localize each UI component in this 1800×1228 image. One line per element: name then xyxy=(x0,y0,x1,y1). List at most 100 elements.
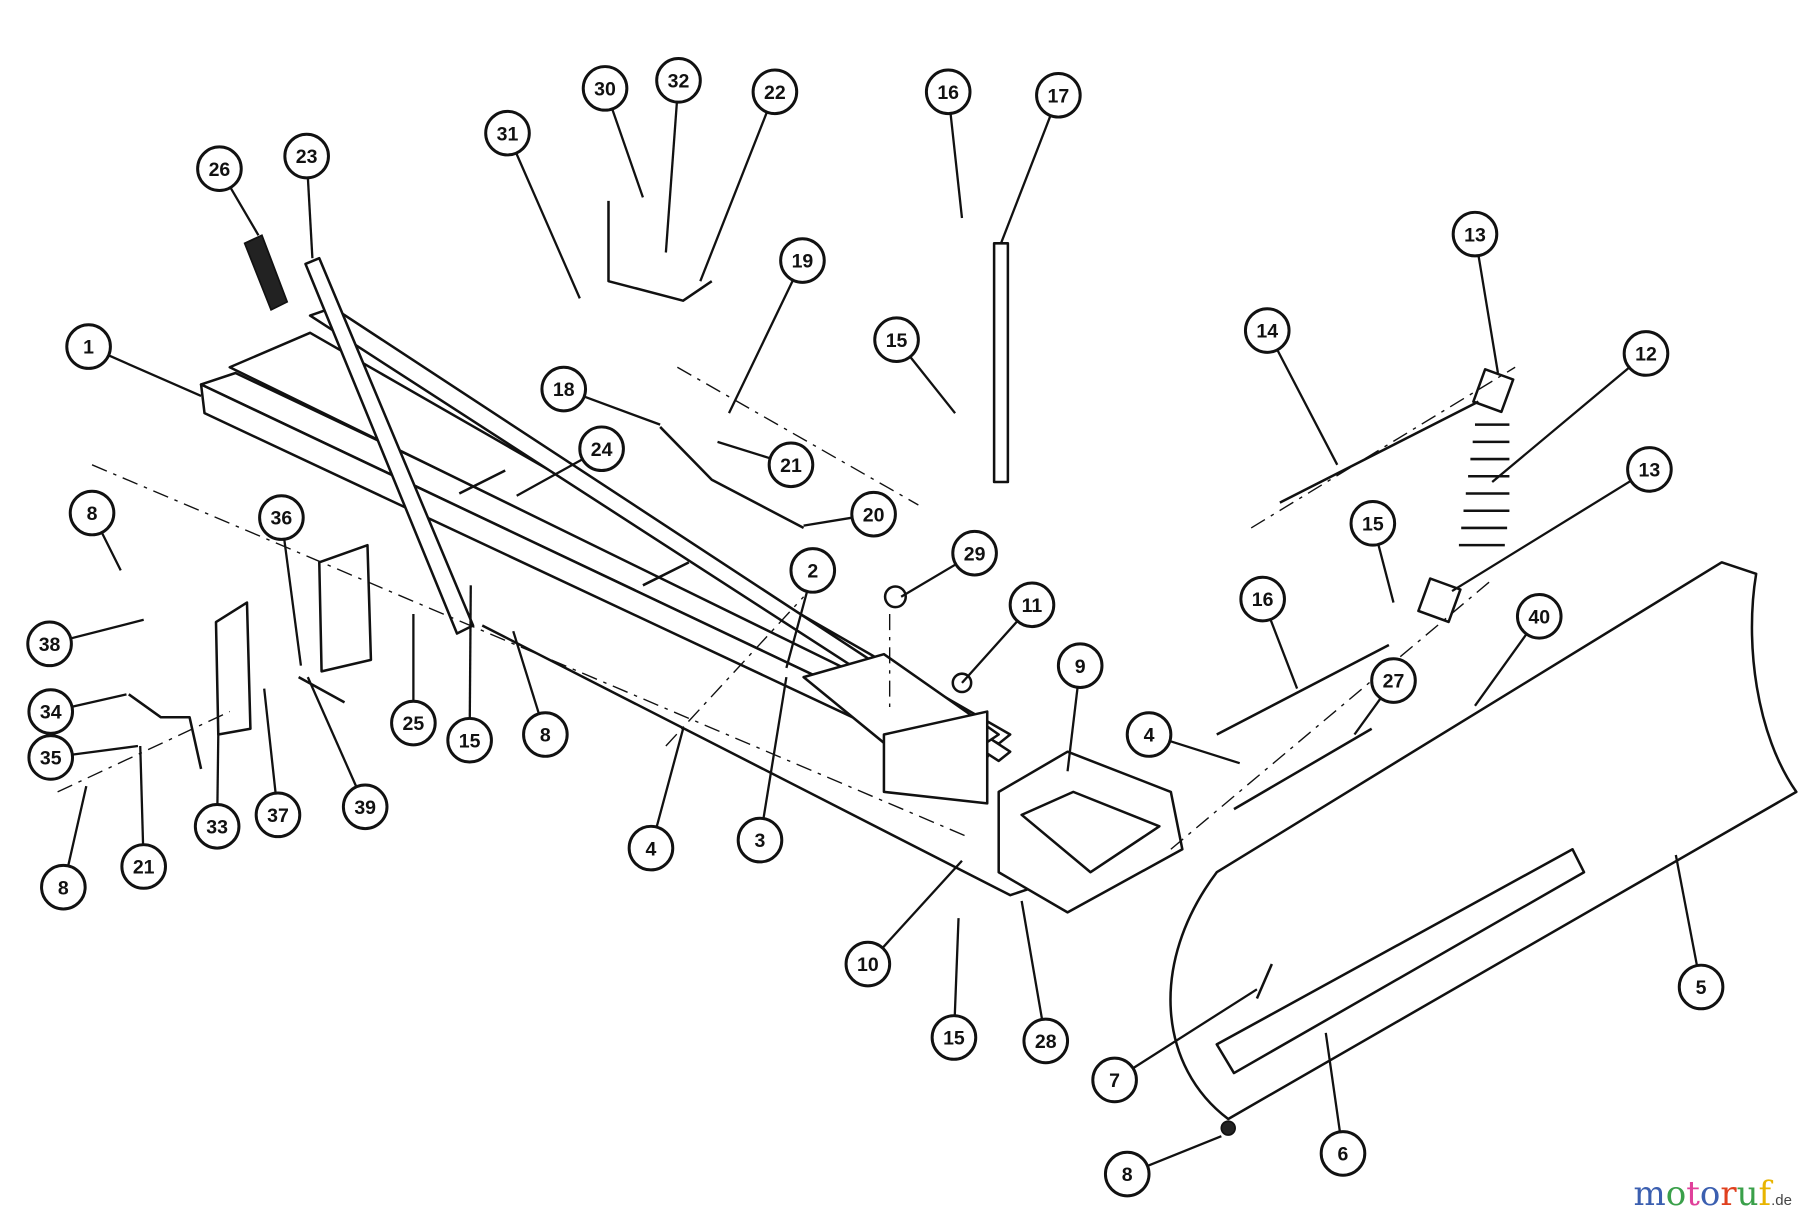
callout-number: 26 xyxy=(209,159,231,181)
callout-circle xyxy=(655,57,702,104)
callout-circle xyxy=(27,734,75,781)
callout-leader-line xyxy=(139,745,145,845)
bracket-part xyxy=(214,601,252,736)
callout-number: 11 xyxy=(1022,595,1043,617)
callout-leader-line xyxy=(655,728,685,828)
callout-number: 30 xyxy=(594,79,616,101)
callout-number: 12 xyxy=(1635,344,1657,366)
callout-leader-line xyxy=(100,531,122,571)
callout-number: 6 xyxy=(1338,1144,1349,1166)
callout-leader-line xyxy=(1269,619,1299,690)
callout-circle xyxy=(68,489,116,537)
callout-leader-line xyxy=(999,115,1052,244)
callout-circle xyxy=(873,316,920,364)
callout-number: 17 xyxy=(1048,85,1070,107)
callout-leader-line xyxy=(108,354,202,397)
callout-leader-line xyxy=(762,676,788,819)
callout-circle xyxy=(65,323,112,370)
callout-15: 15 xyxy=(1349,500,1397,547)
callout-24: 24 xyxy=(578,425,625,473)
parts-drawing xyxy=(57,200,1798,1136)
callout-number: 9 xyxy=(1075,656,1086,678)
callout-4: 4 xyxy=(1125,711,1173,758)
callout-leader-line xyxy=(583,395,661,426)
callout-40: 40 xyxy=(1515,592,1563,640)
callout-35: 35 xyxy=(27,734,75,781)
callout-number: 15 xyxy=(1362,513,1384,535)
callout-circle xyxy=(120,843,167,890)
callout-circle xyxy=(1515,592,1563,640)
callout-number: 33 xyxy=(206,816,228,838)
callout-3: 3 xyxy=(736,816,784,864)
callout-circle xyxy=(522,711,569,758)
callout-number: 24 xyxy=(591,439,613,461)
callout-number: 39 xyxy=(354,797,376,819)
callout-15: 15 xyxy=(873,316,920,364)
callout-37: 37 xyxy=(254,791,302,839)
watermark-letter: t xyxy=(1686,1174,1700,1214)
callout-leader-line xyxy=(881,859,963,949)
callout-circle xyxy=(1370,657,1417,704)
callout-31: 31 xyxy=(484,109,531,157)
callout-number: 2 xyxy=(807,561,818,583)
callout-leader-line xyxy=(1169,739,1241,765)
callout-circle xyxy=(751,68,799,116)
callout-number: 37 xyxy=(267,805,289,827)
callout-9: 9 xyxy=(1056,642,1104,689)
callout-10: 10 xyxy=(844,940,892,988)
callout-circle xyxy=(779,237,826,284)
callout-19: 19 xyxy=(779,237,826,284)
bracket-part xyxy=(318,543,373,673)
watermark-letter: f xyxy=(1758,1174,1772,1214)
callout-leader-line xyxy=(727,279,795,414)
callout-circle xyxy=(1035,71,1082,119)
callout-leader-line xyxy=(263,688,277,794)
callout-leader-line xyxy=(1132,988,1258,1070)
callout-21: 21 xyxy=(767,441,815,489)
callout-circle xyxy=(1091,1056,1138,1104)
callout-leader-line xyxy=(67,785,88,867)
callout-circle xyxy=(736,816,784,864)
callout-8: 8 xyxy=(40,863,87,911)
callout-21: 21 xyxy=(120,843,167,890)
watermark-suffix: .de xyxy=(1771,1192,1792,1209)
callout-2: 2 xyxy=(789,547,837,594)
watermark-letters: motoruf xyxy=(1633,1174,1771,1214)
callout-number: 10 xyxy=(857,954,879,976)
callout-36: 36 xyxy=(258,494,305,541)
callout-number: 15 xyxy=(459,730,481,752)
callout-leader-line xyxy=(1674,854,1699,966)
callout-leader-line xyxy=(1474,633,1528,707)
callout-5: 5 xyxy=(1677,963,1725,1011)
push-rod-part xyxy=(481,624,1028,897)
callout-33: 33 xyxy=(193,803,241,850)
callout-number: 22 xyxy=(764,82,786,104)
watermark-letter: o xyxy=(1699,1174,1721,1214)
callout-leader-line xyxy=(72,744,139,756)
callout-circle xyxy=(283,132,330,180)
callout-circle xyxy=(1243,307,1291,354)
callout-number: 5 xyxy=(1696,977,1707,999)
callout-6: 6 xyxy=(1319,1130,1367,1177)
callout-circle xyxy=(1056,642,1104,689)
callout-circle xyxy=(40,863,87,911)
callout-leader-line xyxy=(468,585,472,719)
callout-32: 32 xyxy=(655,57,702,104)
callout-circle xyxy=(1022,1017,1070,1065)
callout-leader-line xyxy=(71,693,127,708)
callout-number: 27 xyxy=(1383,671,1405,693)
callout-circle xyxy=(627,824,675,872)
callout-14: 14 xyxy=(1243,307,1291,354)
callout-number: 38 xyxy=(39,634,61,656)
callout-number: 29 xyxy=(964,543,986,565)
watermark-letter: r xyxy=(1720,1174,1737,1214)
callout-20: 20 xyxy=(850,490,897,538)
callout-34: 34 xyxy=(27,688,75,735)
handle-grip-part xyxy=(243,234,289,312)
callout-leader-line xyxy=(1147,1135,1222,1167)
callout-circle xyxy=(254,791,302,839)
callout-leader-line xyxy=(961,620,1019,684)
callout-29: 29 xyxy=(951,529,998,577)
watermark-letter: u xyxy=(1736,1174,1759,1214)
